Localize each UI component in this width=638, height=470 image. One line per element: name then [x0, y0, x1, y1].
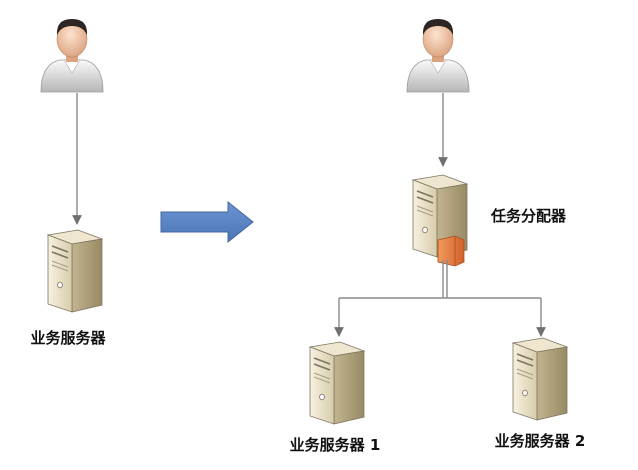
dispatcher-fanout-connector	[334, 260, 546, 337]
after-user-icon	[406, 18, 470, 93]
before-server-label: 业务服务器	[30, 329, 106, 347]
before-user-icon	[40, 18, 104, 93]
before-server-icon	[47, 229, 103, 313]
dispatcher-label: 任务分配器	[490, 207, 567, 225]
transition-arrow-icon	[160, 200, 254, 244]
dispatcher-icon	[412, 174, 468, 267]
business-server-2-label: 业务服务器 2	[495, 432, 586, 450]
business-server-1-icon	[309, 341, 365, 425]
business-server-2-icon	[512, 337, 568, 421]
business-server-1-label: 业务服务器 1	[290, 436, 381, 454]
